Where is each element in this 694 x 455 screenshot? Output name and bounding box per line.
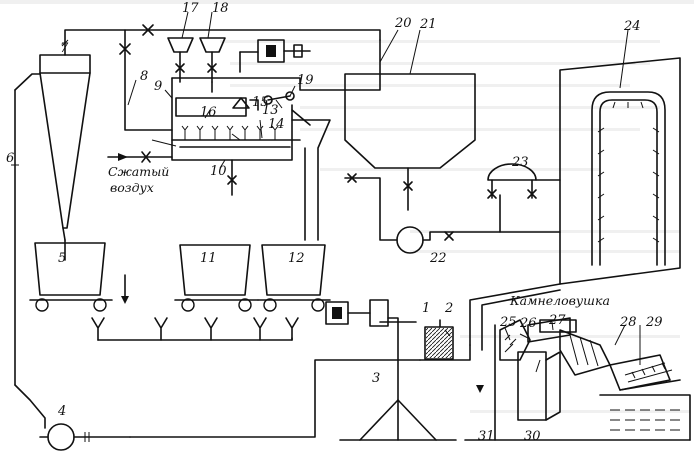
num-22: 22 (429, 251, 447, 266)
bottom-collector-pipe (97, 337, 471, 438)
num-31: 31 (478, 429, 495, 444)
chute (469, 283, 561, 393)
num-18: 18 (212, 1, 229, 16)
num-24: 24 (623, 19, 641, 34)
num-10: 10 (210, 164, 227, 179)
text-labels: Сжатый воздух Камнеловушка (108, 164, 610, 308)
num-12: 12 (288, 251, 305, 266)
num-15: 15 (252, 95, 269, 110)
num-29: 29 (645, 315, 663, 330)
cart-feed-lines (64, 81, 299, 341)
num-19: 19 (297, 73, 314, 88)
num-26: 26 (519, 316, 537, 331)
num-3: 3 (372, 371, 380, 386)
num-27: 27 (548, 313, 566, 328)
pump-4 (39, 423, 131, 451)
num-30: 30 (524, 429, 541, 444)
num-16: 16 (200, 105, 217, 120)
cart-11 (174, 244, 259, 312)
scan-background (0, 0, 694, 413)
num-1: 1 (422, 301, 430, 316)
doser-18 (199, 37, 226, 83)
tank-23 (444, 163, 537, 241)
pipe-6 (11, 73, 46, 429)
num-2: 2 (444, 301, 453, 316)
num-8: 8 (140, 69, 148, 84)
pump-22 (344, 173, 501, 254)
leader-lines (127, 11, 641, 373)
label-compressed-air-1: Сжатый (108, 164, 169, 179)
drive-1 (325, 299, 389, 327)
num-9: 9 (154, 79, 162, 94)
grit-box-2 (424, 319, 454, 360)
tank-21 (344, 73, 476, 211)
num-4: 4 (57, 404, 66, 419)
num-13: 13 (262, 103, 279, 118)
washing-machine (171, 77, 346, 161)
num-7: 7 (60, 41, 69, 56)
compressed-air-inlet (107, 151, 173, 163)
num-11: 11 (200, 251, 217, 266)
funnel-under-washer (227, 119, 331, 241)
label-compressed-air-2: воздух (110, 180, 154, 195)
num-25: 25 (499, 315, 517, 330)
hydrocyclone-7 (39, 39, 91, 241)
component-numbers: 1 2 3 4 5 6 7 8 9 10 11 12 13 14 15 16 1… (6, 1, 663, 444)
stirrer-3 (339, 317, 457, 441)
num-5: 5 (58, 251, 66, 266)
doser-17 (167, 37, 194, 83)
num-17: 17 (182, 1, 199, 16)
drive-motor-top (239, 39, 311, 73)
num-28: 28 (619, 315, 637, 330)
cart-5 (29, 242, 113, 312)
washer-chamber-24 (499, 57, 681, 285)
label-stone-trap: Камнеловушка (509, 293, 610, 308)
stone-trap (464, 317, 691, 441)
num-23: 23 (511, 155, 529, 170)
num-21: 21 (419, 17, 437, 32)
num-20: 20 (394, 16, 412, 31)
num-14: 14 (268, 117, 285, 132)
num-6: 6 (6, 151, 14, 166)
cart-12 (257, 244, 331, 312)
top-pipe (64, 24, 381, 131)
